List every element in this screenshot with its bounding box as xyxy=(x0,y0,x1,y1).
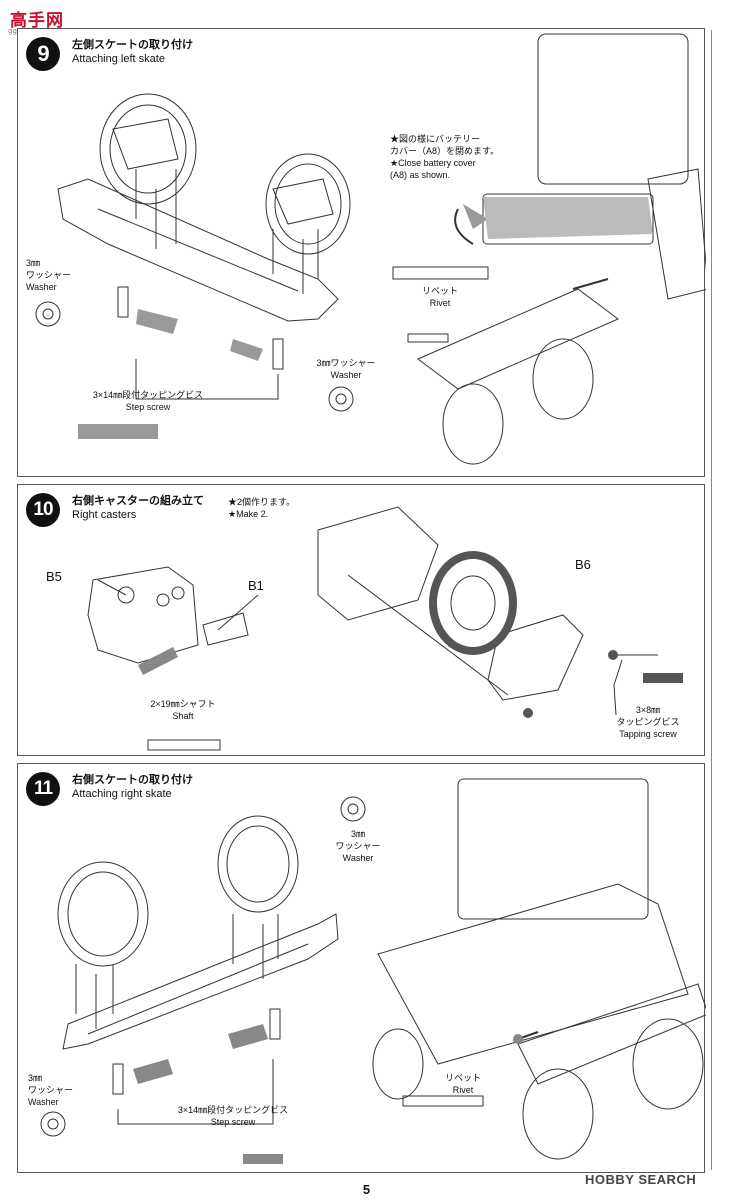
part-b5-label: B5 xyxy=(46,569,62,584)
step-11-screw-en: Step screw xyxy=(210,1117,256,1127)
step-9-rivet-en: Rivet xyxy=(429,298,451,308)
step-10-note-jp: ★2個作ります。 xyxy=(228,497,296,507)
step-11-washer-top-en: Washer xyxy=(342,853,374,863)
step-9-washer-right-label: 3㎜ワッシャー Washer xyxy=(306,357,386,381)
step-9-panel: 9 左側スケートの取り付け Attaching left skate ★図の様に… xyxy=(17,28,706,477)
step-9-title-jp: 左側スケートの取り付け xyxy=(72,39,193,51)
step-10-shaft-jp: 2×19㎜シャフト xyxy=(150,699,216,709)
step-9-washer-left-en: Washer xyxy=(26,282,57,292)
step-11-screw-label: 3×14㎜段付タッピングビス Step screw xyxy=(158,1104,308,1128)
step-10-title-jp: 右側キャスターの組み立て xyxy=(72,495,204,507)
step-9-illustration xyxy=(35,33,706,465)
step-9-title: 左側スケートの取り付け Attaching left skate xyxy=(72,38,193,66)
hobby-search-logo: HOBBY SEARCH xyxy=(585,1172,697,1187)
step-9-washer-right-en: Washer xyxy=(330,370,362,380)
step-9-badge: 9 xyxy=(26,37,60,71)
step-9-title-en: Attaching left skate xyxy=(72,53,165,65)
step-11-title-jp: 右側スケートの取り付け xyxy=(72,774,193,786)
step-9-screw-jp: 3×14㎜段付タッピングビス xyxy=(92,390,204,400)
step-11-rivet-jp: リベット xyxy=(444,1073,481,1083)
step-10-shaft-en: Shaft xyxy=(172,711,194,721)
part-b1-label: B1 xyxy=(248,578,264,593)
step-11-badge: 11 xyxy=(26,772,60,806)
step-9-screw-label: 3×14㎜段付タッピングビス Step screw xyxy=(73,389,223,413)
step-10-screw-en: Tapping screw xyxy=(619,729,677,739)
step-11-washer-left-en: Washer xyxy=(28,1097,59,1107)
watermark-text: 高手网 xyxy=(10,11,64,31)
step-11-washer-left-jp: ワッシャー xyxy=(28,1085,74,1095)
step-10-title: 右側キャスターの組み立て Right casters xyxy=(72,494,204,522)
step-10-illustration xyxy=(87,506,683,751)
step-11-rivet-label: リベット Rivet xyxy=(433,1072,493,1096)
step-9-note-jp-2: カバー（A8）を閉めます。 xyxy=(390,146,500,156)
step-10-screw-size: 3×8㎜ xyxy=(635,705,661,715)
step-9-washer-right-jp: 3㎜ワッシャー xyxy=(316,358,376,368)
step-10-panel: 10 右側キャスターの組み立て Right casters ★2個作ります。 ★… xyxy=(17,484,705,756)
step-9-note-en-1: ★Close battery cover xyxy=(390,158,476,168)
page-margin-rule xyxy=(711,30,712,1170)
step-10-screw-label: 3×8㎜ タッピングビス Tapping screw xyxy=(603,704,693,740)
step-10-screw-jp: タッピングビス xyxy=(616,717,680,727)
step-9-screw-en: Step screw xyxy=(125,402,171,412)
step-10-note: ★2個作ります。 ★Make 2. xyxy=(228,496,295,520)
step-10-badge: 10 xyxy=(26,493,60,527)
step-10-shaft-label: 2×19㎜シャフト Shaft xyxy=(128,698,238,722)
step-10-note-en: ★Make 2. xyxy=(228,509,269,519)
step-9-rivet-label: リベット Rivet xyxy=(410,285,470,309)
step-11-washer-top-jp: ワッシャー xyxy=(335,841,381,851)
step-9-note-en-2: (A8) as shown. xyxy=(390,170,451,180)
step-9-note: ★図の様にバッテリー カバー（A8）を閉めます。 ★Close battery … xyxy=(390,133,499,181)
page-number: 5 xyxy=(362,1182,371,1197)
step-11-title: 右側スケートの取り付け Attaching right skate xyxy=(72,773,193,801)
step-9-washer-left-jp: ワッシャー xyxy=(26,270,72,280)
step-11-screw-jp: 3×14㎜段付タッピングビス xyxy=(177,1105,289,1115)
part-b6-label: B6 xyxy=(575,557,591,572)
step-11-washer-left-label: 3㎜ ワッシャー Washer xyxy=(28,1072,73,1108)
step-11-washer-top-size: 3㎜ xyxy=(350,829,365,839)
step-11-washer-top-label: 3㎜ ワッシャー Washer xyxy=(328,828,388,864)
step-9-washer-left-label: 3㎜ ワッシャー Washer xyxy=(26,257,71,293)
step-11-illustration xyxy=(40,778,706,1164)
step-9-washer-left-size: 3㎜ xyxy=(26,258,41,268)
step-11-title-en: Attaching right skate xyxy=(72,788,172,800)
step-9-rivet-jp: リベット xyxy=(421,286,458,296)
step-11-rivet-en: Rivet xyxy=(452,1085,474,1095)
step-11-washer-left-size: 3㎜ xyxy=(28,1073,43,1083)
step-11-panel: 11 右側スケートの取り付け Attaching right skate 3㎜ … xyxy=(17,763,706,1173)
step-9-note-jp-1: ★図の様にバッテリー xyxy=(390,134,481,144)
step-10-title-en: Right casters xyxy=(72,509,137,521)
